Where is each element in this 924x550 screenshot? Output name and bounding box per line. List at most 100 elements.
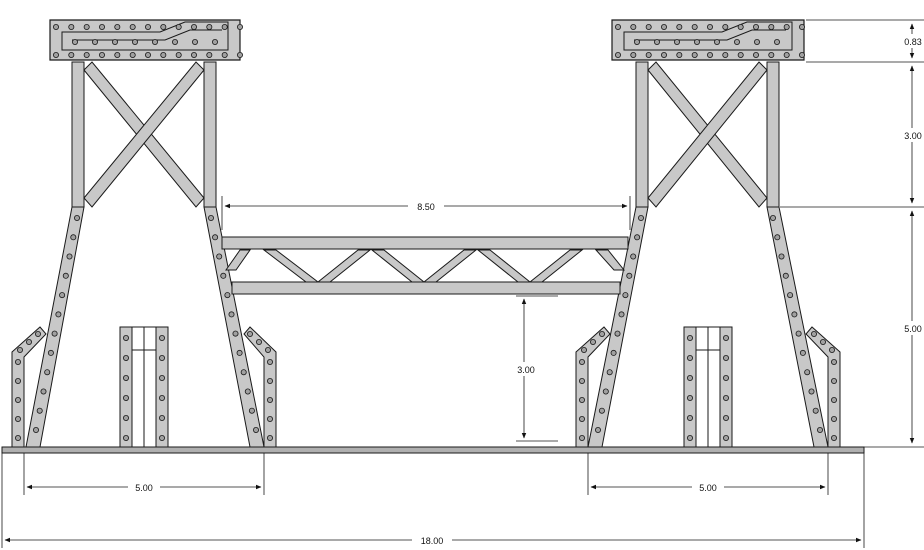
dim-tower-box-label: 3.00 [904,131,922,141]
rivet [35,330,42,337]
rivet [51,330,58,337]
rivet [799,349,806,356]
left-center-post [119,326,169,448]
rivet [123,334,130,341]
rivet [579,415,586,422]
rivet [33,426,40,433]
rivet [191,39,198,46]
rivet [782,272,789,279]
truss-diagonals [225,249,626,283]
rivet [634,39,641,46]
rivet [774,39,781,46]
rivet [70,234,77,241]
rivet [811,330,818,337]
right-tower-leg-outer [766,206,829,448]
rivet [255,338,262,345]
right-tower-brace-b [647,61,768,208]
rivet [36,407,43,414]
rivet [687,394,694,401]
rivet [694,39,701,46]
rivet [74,214,81,221]
rivet [734,39,741,46]
right-center-post [683,326,733,448]
rivet [831,434,838,441]
rivet [707,23,714,30]
rivet [722,52,729,59]
rivet [114,52,121,59]
rivet [158,334,165,341]
rivet [252,426,259,433]
dim-left-base-label: 5.00 [135,483,153,493]
rivet [645,23,652,30]
rivet [266,415,273,422]
rivet [92,39,99,46]
rivet [687,434,694,441]
rivet [795,330,802,337]
rivet [59,292,66,299]
rivet [266,358,273,365]
rivet [221,23,228,30]
rivet [240,369,247,376]
rivet [799,52,806,59]
rivet [220,272,227,279]
rivet [123,354,130,361]
rivet [144,23,151,30]
dim-truss-span-label: 8.50 [417,202,435,212]
rivet [47,349,54,356]
ground-beam [1,446,865,454]
rivet [207,214,214,221]
rivet [206,23,213,30]
rivet [831,377,838,384]
rivet [808,388,815,395]
rivet [791,311,798,318]
rivet [248,407,255,414]
rivet [787,292,794,299]
truss-bottom-chord [231,281,621,295]
rivet [53,52,60,59]
rivet [674,39,681,46]
rivet [723,414,730,421]
rivet [768,23,775,30]
rivet [16,346,23,353]
rivet [581,346,588,353]
rivet [606,369,613,376]
rivet [158,434,165,441]
dim-leg-height-label: 5.00 [904,324,922,334]
rivet [99,23,106,30]
rivet [812,407,819,414]
rivet [244,388,251,395]
rivet [691,23,698,30]
rivet [754,39,761,46]
rivet [654,39,661,46]
rivet [817,426,824,433]
rivet [799,23,806,30]
rivet [221,52,228,59]
rivet [129,23,136,30]
rivet [676,52,683,59]
rivet [595,426,602,433]
rivet [599,330,606,337]
rivet [598,407,605,414]
dim-truss-clearance-label: 3.00 [517,365,535,375]
rivet [160,52,167,59]
right-side-strut-inner [575,326,611,448]
rivet [723,434,730,441]
rivet [44,369,51,376]
rivet [236,52,243,59]
rivet [831,396,838,403]
truss [221,236,629,295]
left-tower-cap [49,19,243,61]
rivet [831,415,838,422]
rivet [820,338,827,345]
rivet [25,338,32,345]
rivet [216,253,223,260]
rivet [212,234,219,241]
rivet [590,338,597,345]
left-tower [11,19,277,448]
rivet [206,52,213,59]
rivet [53,23,60,30]
rivet [83,23,90,30]
rivet [610,349,617,356]
rivet [160,23,167,30]
rivet [114,23,121,30]
